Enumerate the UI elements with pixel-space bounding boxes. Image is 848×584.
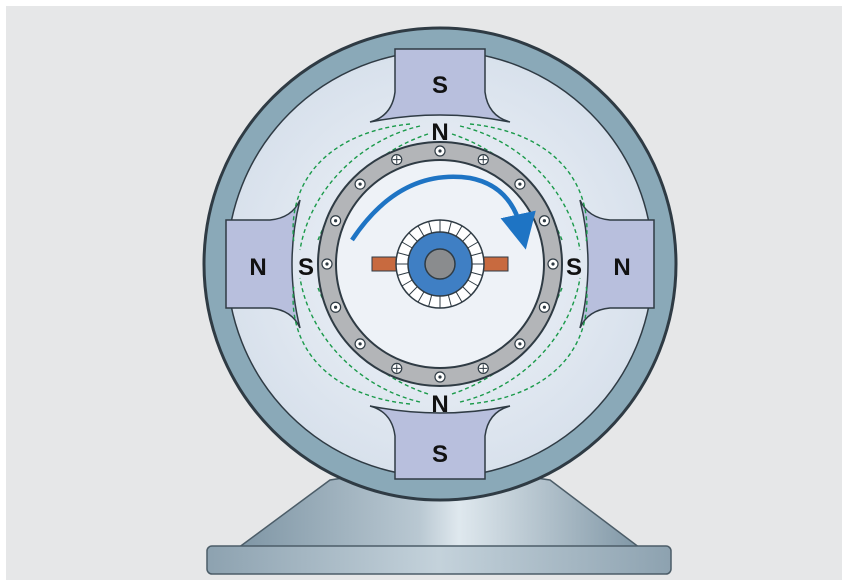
top-pole-inner-label: N <box>431 119 448 146</box>
dot-mark <box>358 342 362 346</box>
magnetic-field-lines <box>292 123 588 405</box>
dot-mark <box>358 182 362 186</box>
commutator-segment <box>408 232 418 242</box>
dot-mark <box>438 149 442 153</box>
field-pole-bottom <box>369 405 511 480</box>
commutator-segment <box>470 252 483 257</box>
dot-mark <box>438 375 442 379</box>
commutator-segment <box>447 221 452 234</box>
right-pole-inner-label: S <box>566 254 582 281</box>
commutator-segment <box>401 241 413 249</box>
cross-mark <box>479 155 488 164</box>
cross-mark <box>479 364 488 373</box>
bottom-pole-inner-label: N <box>431 391 448 418</box>
commutator-segment <box>428 221 433 234</box>
commutator-segment <box>408 286 418 296</box>
commutator-segment <box>467 241 479 249</box>
motor-shaft <box>424 248 456 280</box>
top-pole-outer-label: S <box>432 72 448 99</box>
right-pole-outer-label: N <box>613 254 630 281</box>
commutator-segment <box>417 291 425 303</box>
cross-mark <box>392 364 401 373</box>
commutator-segment <box>447 294 452 307</box>
left-pole-outer-label: N <box>249 254 266 281</box>
dot-mark <box>325 262 329 266</box>
left-pole-inner-label: S <box>298 254 314 281</box>
armature-conductors <box>321 145 559 383</box>
dot-mark <box>551 262 555 266</box>
dot-mark <box>518 342 522 346</box>
dot-mark <box>542 305 546 309</box>
commutator <box>371 219 509 309</box>
field-pole-left <box>225 199 301 329</box>
commutator-segment <box>462 232 472 242</box>
bottom-pole-outer-label: S <box>432 441 448 468</box>
commutator-segment <box>470 271 483 276</box>
dot-mark <box>334 219 338 223</box>
dot-mark <box>542 219 546 223</box>
commutator-segment <box>462 286 472 296</box>
commutator-segment <box>401 279 413 287</box>
commutator-segment <box>428 294 433 307</box>
clockwise-arrow-icon <box>350 174 536 250</box>
commutator-segment <box>455 291 463 303</box>
field-pole-right <box>579 199 655 329</box>
commutator-segment <box>397 252 410 257</box>
field-pole-top <box>369 48 511 123</box>
commutator-segment <box>417 225 425 237</box>
commutator-segment <box>455 225 463 237</box>
commutator-segment <box>467 279 479 287</box>
cross-mark <box>392 155 401 164</box>
commutator-segment <box>397 271 410 276</box>
dot-mark <box>518 182 522 186</box>
dot-mark <box>334 305 338 309</box>
